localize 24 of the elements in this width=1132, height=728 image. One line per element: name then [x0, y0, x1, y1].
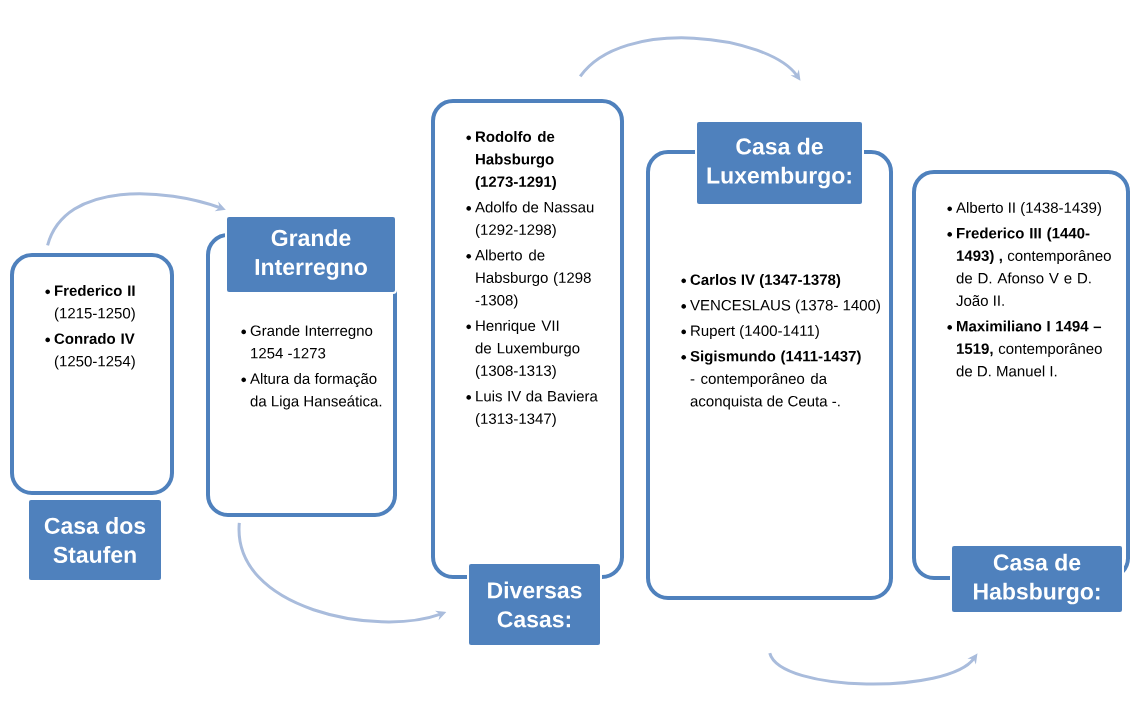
list-item: Henrique VII de Luxemburgo (1308-1313)	[466, 320, 580, 379]
list-item: Alberto de Habsburgo (1298 -1308)	[466, 249, 591, 309]
title-box: Diversas Casas:	[467, 562, 602, 647]
list-item: Alberto II (1438-1439)	[947, 202, 1101, 216]
list-item: VENCESLAUS (1378- 1400)	[681, 299, 880, 314]
card	[431, 99, 624, 579]
curved-arrow	[768, 652, 978, 686]
list-item: Conrado IV (1250-1254)	[45, 333, 135, 370]
list-item: Adolfo de Nassau (1292-1298)	[466, 201, 594, 238]
title-box: Casa de Luxemburgo:	[695, 120, 864, 206]
list-item: Frederico II (1215-1250)	[45, 285, 135, 322]
list-item: Sigismundo (1411-1437) - contemporâneo da aconquista de Ceuta -.	[681, 350, 861, 410]
list-item: Grande Interregno 1254 -1273	[241, 325, 373, 359]
card	[10, 253, 174, 495]
title-box: Casa de Habsburgo:	[950, 544, 1124, 614]
title-box: Casa dos Staufen	[27, 498, 163, 582]
list-item: Luis IV da Baviera (1313-1347)	[466, 390, 598, 427]
list-item: Rupert (1400-1411)	[681, 325, 819, 339]
list-item: Maximiliano I 1494 – 1519, contemporâneo de D. Manuel I.	[947, 320, 1102, 377]
list-item: Altura da formação da Liga Hanseática.	[241, 373, 382, 410]
title-box: Grande Interregno	[225, 215, 397, 294]
list-item: Rodolfo de Habsburgo (1273-1291)	[466, 131, 556, 190]
list-item: Carlos IV (1347-1378)	[681, 274, 841, 288]
list-item: Frederico III (1440-1493) , contemporâneo de D. Afonso V e D. João II.	[947, 227, 1111, 306]
